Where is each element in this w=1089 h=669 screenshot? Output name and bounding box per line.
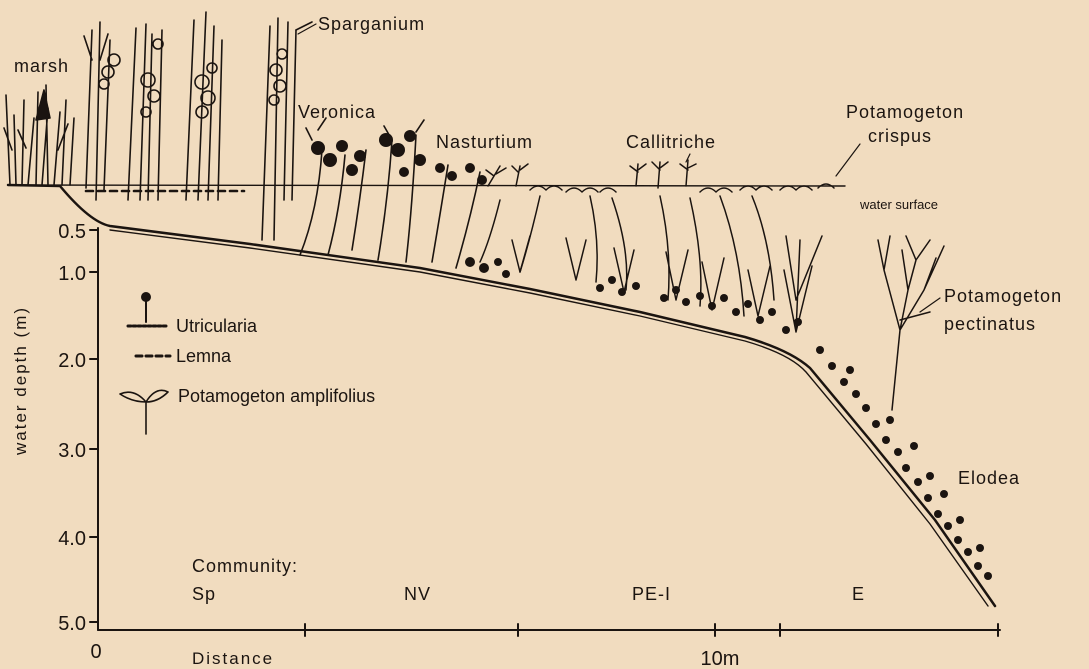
bottom-profile-underline (110, 230, 988, 606)
legend-label-potamogeton-amplifolius: Potamogeton amplifolius (178, 386, 375, 406)
label-potamogeton-pectinatus-2: pectinatus (944, 314, 1036, 334)
y-axis-label: water depth (m) (11, 306, 30, 456)
y-tick-label: 3.0 (58, 440, 86, 462)
potamogeton-amplifolius-icon (120, 390, 168, 434)
x-tick-label-10m: 10m (701, 648, 740, 669)
community-zone-nv: NV (404, 584, 431, 604)
community-zone-sp: Sp (192, 584, 216, 604)
y-tick-labels: 0.5 1.0 2.0 3.0 4.0 5.0 (58, 221, 86, 635)
community-zone-pe-1: PE-I (632, 584, 671, 604)
marsh-plants (4, 85, 74, 185)
species-labels: marsh Sparganium Veronica Nasturtium Cal… (14, 14, 1062, 488)
label-elodea: Elodea (958, 468, 1020, 488)
label-veronica: Veronica (298, 102, 376, 122)
y-axis (90, 228, 98, 630)
x-axis (98, 624, 1000, 636)
community-zone-e: E (852, 584, 865, 604)
water-surface-line (8, 185, 845, 186)
utricularia-icon (128, 293, 168, 326)
y-tick-label: 1.0 (58, 263, 86, 285)
potamogeton-pectinatus-plant (878, 236, 944, 410)
y-tick-label: 2.0 (58, 350, 86, 372)
legend-label-utricularia: Utricularia (176, 316, 258, 336)
y-tick-label: 4.0 (58, 528, 86, 550)
community-section: Community: Sp NV PE-I E (192, 556, 865, 604)
community-title: Community: (192, 556, 298, 576)
legend: Utricularia Lemna Potamogeton amplifoliu… (120, 293, 375, 434)
label-potamogeton-pectinatus-1: Potamogeton (944, 286, 1062, 306)
label-callitriche: Callitriche (626, 132, 716, 152)
legend-label-lemna: Lemna (176, 346, 232, 366)
label-nasturtium: Nasturtium (436, 132, 533, 152)
x-axis-label: Distance (192, 649, 274, 668)
label-marsh: marsh (14, 56, 69, 76)
y-tick-label: 5.0 (58, 613, 86, 635)
y-tick-label: 0.5 (58, 221, 86, 243)
label-water-surface: water surface (859, 197, 938, 212)
label-sparganium: Sparganium (318, 14, 425, 34)
sparganium-plants (84, 12, 312, 240)
bottom-profile-line (8, 185, 995, 606)
label-potamogeton-crispus-2: crispus (868, 126, 932, 146)
x-tick-label-0: 0 (90, 641, 101, 663)
label-potamogeton-crispus-1: Potamogeton (846, 102, 964, 122)
